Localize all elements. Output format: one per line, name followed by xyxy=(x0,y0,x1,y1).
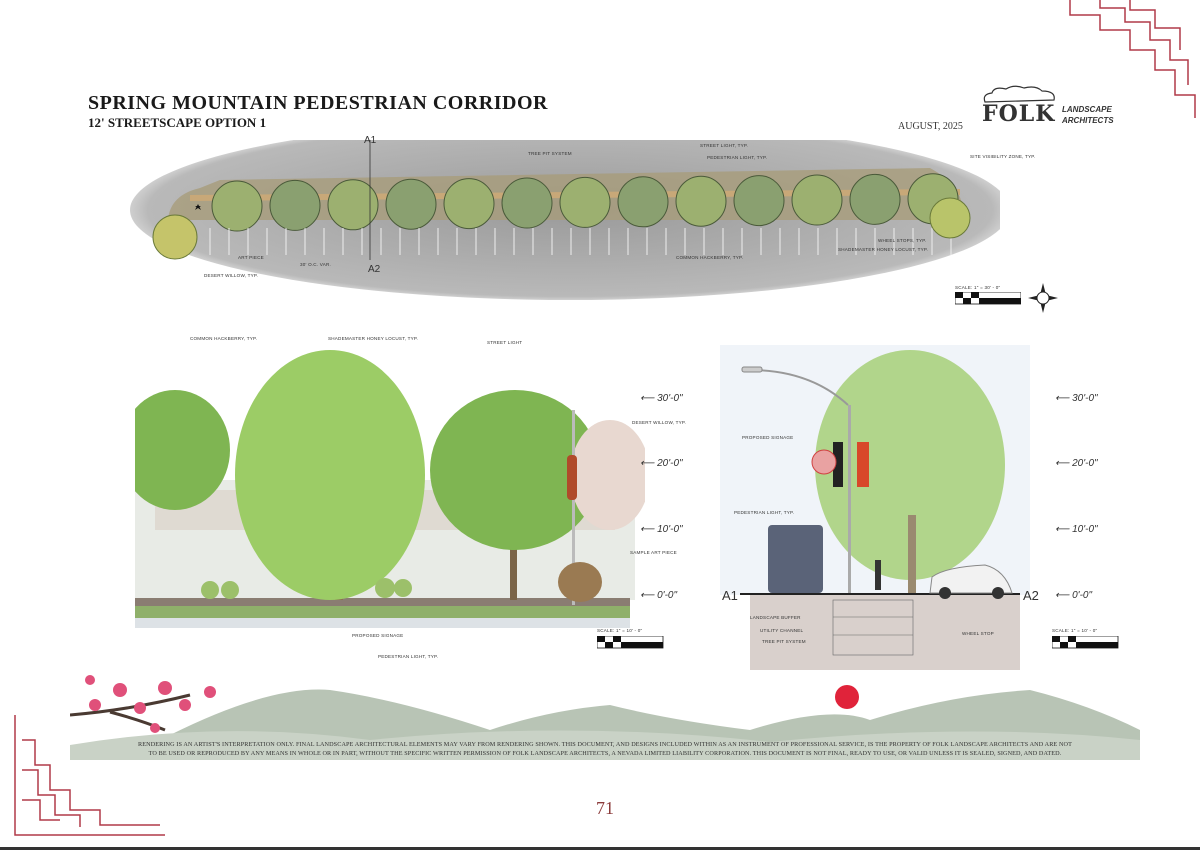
label-ped-light: PEDESTRIAN LIGHT, TYP. xyxy=(707,155,768,160)
label-tree-pit-right: TREE PIT SYSTEM xyxy=(762,639,806,644)
plan-scale-bar xyxy=(955,292,1021,305)
height-marker-30-right: ⟵ 30'-0" xyxy=(1055,393,1098,404)
label-hackberry: COMMON HACKBERRY, TYP. xyxy=(676,255,744,260)
plan-tree xyxy=(385,178,437,230)
height-0: 0'-0" xyxy=(657,590,678,601)
label-art-piece-elev: SAMPLE ART PIECE xyxy=(630,550,677,555)
folk-logo: FOLK LANDSCAPE ARCHITECTS xyxy=(978,84,1128,132)
label-art-piece: ART PIECE xyxy=(238,255,264,260)
label-wheel-stops: WHEEL STOPS, TYP. xyxy=(878,238,927,243)
height-marker-10-right: ⟵ 10'-0" xyxy=(1055,524,1098,535)
bottom-divider xyxy=(0,847,1200,850)
label-buffer: LANDSCAPE BUFFER xyxy=(750,615,801,620)
label-tree-pit: TREE PIT SYSTEM xyxy=(528,151,572,156)
label-utility: UTILITY CHANNEL xyxy=(760,628,804,633)
height-20: 20'-0" xyxy=(657,458,683,469)
height-marker-20-right: ⟵ 20'-0" xyxy=(1055,458,1098,469)
height-marker-0-right: ⟵ 0'-0" xyxy=(1055,590,1093,601)
height-0-right: 0'-0" xyxy=(1072,590,1093,601)
section-a1-right: A1 xyxy=(722,588,738,603)
plan-scale-label: SCALE: 1" = 30' - 0" xyxy=(955,285,1001,290)
height-10-right: 10'-0" xyxy=(1072,524,1098,535)
page-subtitle: 12' STREETSCAPE OPTION 1 xyxy=(88,115,267,130)
page-number: 71 xyxy=(596,798,614,818)
elev-left-scale-label: SCALE: 1" = 10' - 0" xyxy=(597,628,643,633)
height-marker-0: ⟵ 0'-0" xyxy=(640,590,678,601)
section-marker-a2: A2 xyxy=(368,264,381,275)
height-marker-30: ⟵ 30'-0" xyxy=(640,393,683,404)
elevation-left-drawing xyxy=(135,350,645,628)
date: AUGUST, 2025 xyxy=(898,121,963,132)
elev-left-scale-bar xyxy=(597,636,664,649)
logo-text: FOLK xyxy=(982,101,1056,127)
plan-tree xyxy=(617,176,669,228)
elev-right-scale-label: SCALE: 1" = 10' - 0" xyxy=(1052,628,1098,633)
section-marker-a1: A1 xyxy=(364,135,377,146)
label-hackberry-elev: COMMON HACKBERRY, TYP. xyxy=(190,336,258,341)
plan-view-drawing xyxy=(130,140,1000,300)
label-wheel-stop: WHEEL STOP xyxy=(962,631,994,636)
height-marker-10: ⟵ 10'-0" xyxy=(640,524,683,535)
mountain-landscape-decoration xyxy=(70,675,1140,760)
plan-tree xyxy=(501,177,553,229)
label-desert-willow: DESERT WILLOW, TYP. xyxy=(204,273,259,278)
label-street-light: STREET LIGHT, TYP. xyxy=(700,143,749,148)
section-a2-right: A2 xyxy=(1023,588,1039,603)
plan-tree xyxy=(559,176,611,228)
plan-tree xyxy=(675,175,727,227)
plan-tree xyxy=(791,174,843,226)
north-arrow-compass-icon xyxy=(1028,283,1058,313)
disclaimer-line2: TO BE USED OR REPRODUCED BY ANY MEANS IN… xyxy=(148,750,1062,757)
label-spacing: 30' O.C. VAR. xyxy=(300,262,331,267)
label-ped-light-elev: PEDESTRIAN LIGHT, TYP. xyxy=(378,654,439,659)
label-street-light-elev: STREET LIGHT xyxy=(487,340,523,345)
plan-tree xyxy=(269,179,321,231)
plan-tree xyxy=(849,173,901,225)
corner-decoration-top-right xyxy=(1069,0,1196,118)
plan-tree xyxy=(327,179,379,231)
plan-tree xyxy=(211,180,263,232)
height-marker-20: ⟵ 20'-0" xyxy=(640,458,683,469)
label-desert-willow-elev: DESERT WILLOW, TYP. xyxy=(632,420,687,425)
height-20-right: 20'-0" xyxy=(1072,458,1098,469)
corner-decoration-bottom-left xyxy=(14,715,165,836)
label-signage-right: PROPOSED SIGNAGE xyxy=(742,435,794,440)
label-sight-zone: SITE VISIBILITY ZONE, TYP. xyxy=(970,154,1036,159)
elevation-right-drawing xyxy=(720,345,1030,670)
page-title: SPRING MOUNTAIN PEDESTRIAN CORRIDOR xyxy=(88,92,548,114)
disclaimer-line1: RENDERING IS AN ARTIST'S INTERPRETATION … xyxy=(138,741,1072,748)
logo-line1: LANDSCAPE xyxy=(1062,105,1112,114)
label-honey-locust-elev: SHADEMASTER HONEY LOCUST, TYP. xyxy=(328,336,418,341)
label-ped-light-right: PEDESTRIAN LIGHT, TYP. xyxy=(734,510,795,515)
logo-line2: ARCHITECTS xyxy=(1062,116,1114,125)
plan-tree xyxy=(733,175,785,227)
plan-tree xyxy=(443,178,495,230)
tree-canopy-icon xyxy=(983,85,1055,103)
height-30: 30'-0" xyxy=(657,393,683,404)
height-10: 10'-0" xyxy=(657,524,683,535)
label-honey-locust: SHADEMASTER HONEY LOCUST, TYP. xyxy=(838,247,928,252)
height-30-right: 30'-0" xyxy=(1072,393,1098,404)
label-signage-elev: PROPOSED SIGNAGE xyxy=(352,633,404,638)
elev-right-scale-bar xyxy=(1052,636,1119,649)
